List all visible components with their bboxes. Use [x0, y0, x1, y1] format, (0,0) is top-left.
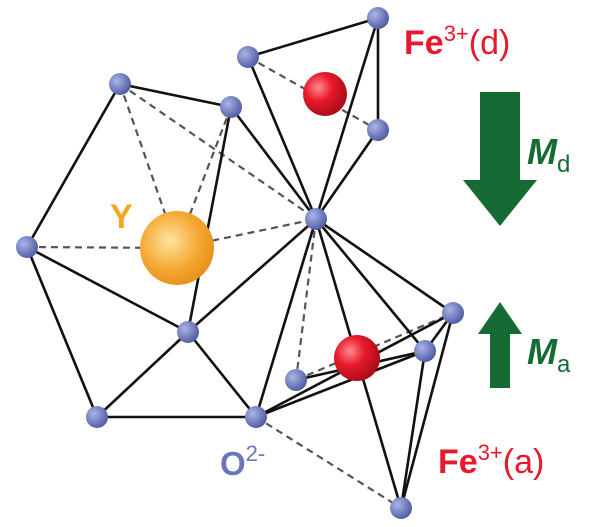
oxygen-ion: [177, 321, 199, 343]
oxygen-ion: [245, 406, 267, 428]
solid-bond: [246, 56, 318, 220]
oxygen-ion: [367, 119, 389, 141]
solid-bond: [229, 106, 318, 220]
fe-d-site: (d): [469, 24, 511, 62]
oxygen-ion: [305, 208, 327, 230]
iron-d-site-ion: [303, 72, 347, 116]
moment-d-symbol: M: [527, 131, 558, 172]
moment-a-subscript: a: [557, 351, 571, 378]
solid-bond: [25, 246, 99, 418]
solid-bond: [399, 350, 427, 509]
oxygen-ion: [442, 302, 464, 324]
fe-a-charge: 3+: [478, 440, 503, 465]
yttrium-label: Y: [110, 198, 133, 236]
oxygen-ion: [367, 7, 389, 29]
fe-d-label: Fe3+(d): [404, 21, 510, 62]
solid-bond: [26, 245, 189, 334]
oxygen-ion: [285, 369, 307, 391]
oxygen-ion: [86, 406, 108, 428]
oxygen-label: O2-: [220, 441, 265, 482]
fe-d-charge: 3+: [444, 21, 469, 46]
fe-d-element: Fe: [404, 24, 444, 62]
solid-bond: [314, 129, 380, 220]
solid-bond: [186, 106, 233, 333]
solid-bond: [186, 331, 258, 418]
solid-bond: [119, 82, 232, 109]
solid-bonds: [25, 16, 455, 509]
solid-bond: [315, 217, 454, 315]
dashed-bond: [119, 83, 317, 220]
oxygen-charge: 2-: [246, 441, 266, 466]
fe-a-site: (a): [503, 443, 545, 481]
solid-bond: [25, 83, 122, 248]
moment-d-label: Md: [527, 131, 570, 178]
solid-bond: [254, 218, 318, 418]
dashed-bond: [294, 218, 318, 381]
oxygen-ions: [16, 7, 464, 519]
solid-bond: [314, 218, 427, 352]
oxygen-ion: [237, 46, 259, 68]
moment-d-arrow-down: [463, 92, 537, 226]
solid-bond: [314, 17, 380, 220]
dashed-bonds: [26, 56, 454, 509]
oxygen-ion: [109, 73, 131, 95]
dashed-bond: [255, 416, 402, 509]
moment-d-subscript: d: [557, 151, 570, 178]
solid-bond: [399, 312, 455, 509]
oxygen-element: O: [220, 445, 246, 482]
oxygen-ion: [16, 236, 38, 258]
yttrium-ion: [140, 211, 214, 285]
solid-bond: [247, 16, 379, 59]
moment-a-symbol: M: [527, 331, 558, 372]
solid-bond: [96, 331, 189, 418]
moment-a-arrow-shaft: [490, 334, 510, 388]
iron-a-site-ion: [334, 335, 380, 381]
oxygen-ion: [390, 497, 412, 519]
solid-bond: [187, 218, 317, 333]
fe-a-label: Fe3+(a): [438, 440, 544, 481]
fe-a-element: Fe: [438, 443, 478, 481]
oxygen-ion: [414, 340, 436, 362]
solid-bond: [255, 349, 426, 419]
oxygen-ion: [220, 96, 242, 118]
moment-a-arrow-head: [478, 302, 522, 334]
moment-a-label: Ma: [527, 331, 571, 378]
